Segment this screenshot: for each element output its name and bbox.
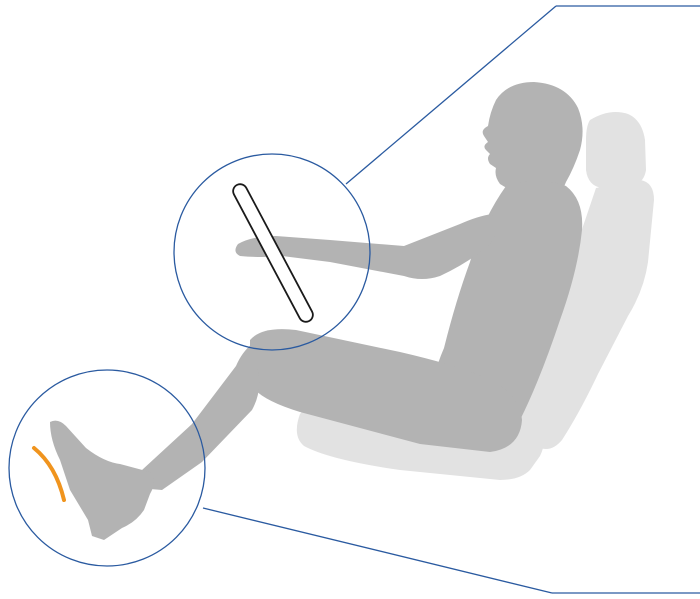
driver-head bbox=[483, 82, 583, 196]
pedal-callout-leader bbox=[203, 508, 552, 593]
seat-headrest bbox=[586, 112, 646, 188]
driver-foot bbox=[50, 421, 154, 540]
driver-lower-leg bbox=[137, 344, 259, 490]
